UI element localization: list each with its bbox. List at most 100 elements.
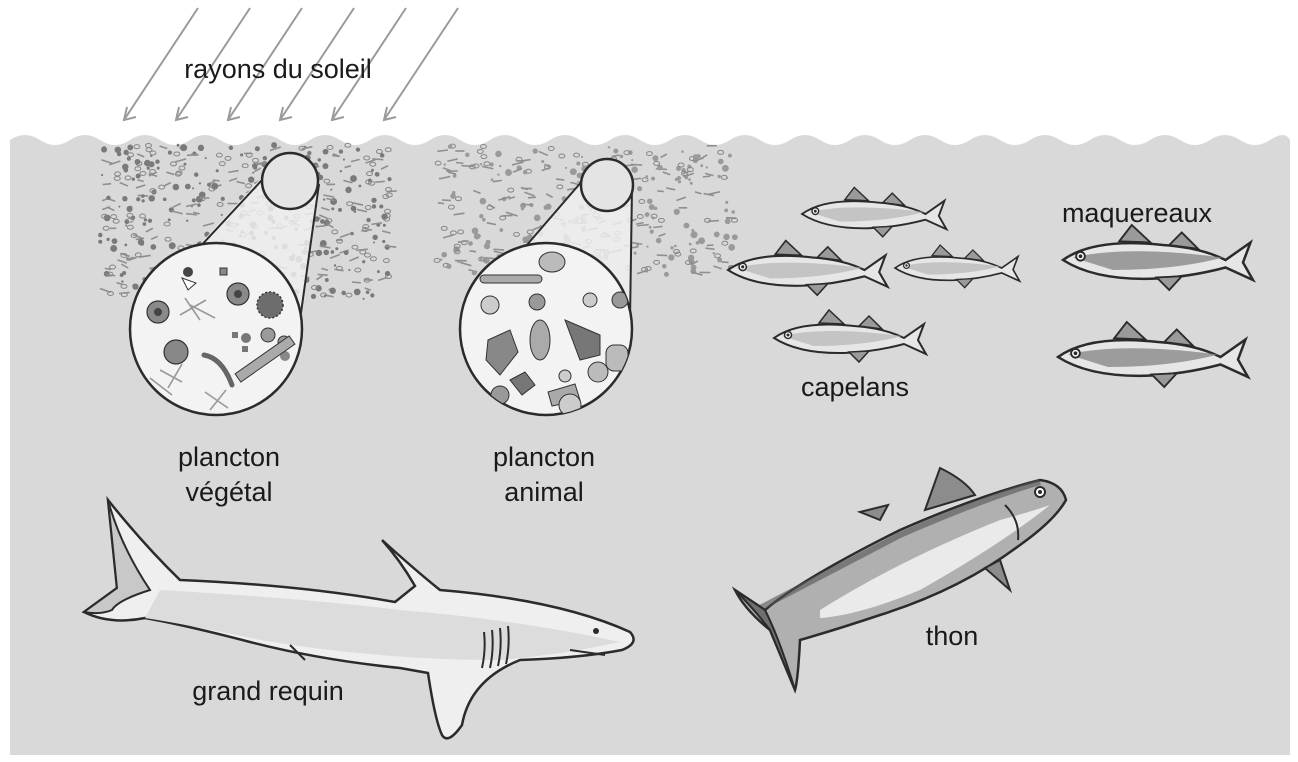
plankton-speck — [446, 264, 451, 269]
plankton-speck — [316, 250, 322, 256]
plankton-speck — [725, 201, 728, 204]
plankton-speck — [581, 156, 583, 158]
plankton-speck — [192, 198, 196, 202]
plankton-speck — [653, 226, 662, 227]
plankton-speck — [221, 197, 225, 201]
plankton-speck — [323, 198, 325, 200]
plankton-speck — [442, 200, 451, 201]
plankton-speck — [240, 153, 243, 156]
plankton-speck — [534, 215, 541, 222]
plankton-speck — [438, 203, 444, 204]
plankton-speck — [350, 232, 354, 236]
plankton-speck — [668, 254, 674, 260]
plankton-speck — [703, 176, 710, 177]
plankton-speck — [168, 150, 172, 154]
plankton-speck — [127, 206, 133, 212]
plankton-speck — [101, 147, 107, 153]
plankton-speck — [320, 219, 325, 224]
plankton-speck — [330, 189, 332, 191]
plankton-speck — [373, 242, 375, 244]
plankton-speck — [484, 243, 490, 249]
plankton-speck — [440, 258, 443, 261]
plankton-speck — [124, 244, 127, 247]
plankton-speck — [678, 180, 681, 183]
plankton-speck — [211, 183, 218, 190]
plankton-speck — [147, 166, 150, 169]
plankton-speck — [322, 163, 328, 169]
plankton-speck — [105, 268, 111, 269]
plankton-speck — [155, 159, 159, 163]
plankton-speck — [718, 159, 724, 165]
plankton-speck — [148, 219, 152, 223]
plankton-speck — [383, 224, 386, 227]
plankton-speck — [387, 177, 391, 181]
plankton-speck — [343, 159, 345, 161]
plankton-speck — [192, 187, 194, 189]
plankton-speck — [252, 163, 258, 169]
plankton-speck — [465, 153, 469, 157]
plankton-speck — [354, 289, 361, 296]
plankton-speck — [646, 175, 649, 178]
plankton-speck — [714, 231, 720, 237]
plankton-speck — [608, 146, 610, 148]
plankton-speck — [168, 218, 171, 221]
plankton-speck — [316, 226, 326, 227]
plankton-speck — [323, 149, 329, 155]
plankton-speck — [631, 247, 638, 248]
plankton-speck — [339, 149, 343, 153]
plankton-speck — [255, 146, 260, 151]
plankton-speck — [385, 271, 390, 276]
plankton-speck — [148, 195, 154, 201]
plankton-speck — [142, 195, 145, 198]
plant-plankton-label-line2: végétal — [185, 477, 272, 507]
plankton-speck — [248, 176, 254, 182]
plankton-speck — [135, 159, 141, 165]
plankton-speck — [334, 264, 336, 266]
plankton-speck — [180, 144, 187, 151]
plant-plankton-label-line1: plancton — [178, 442, 280, 472]
plankton-speck — [335, 247, 338, 250]
plankton-speck — [216, 169, 219, 172]
animal-plankton-label-line1: plancton — [493, 442, 595, 472]
plankton-speck — [324, 295, 326, 297]
plankton-speck — [173, 184, 180, 191]
plankton-speck — [318, 274, 328, 275]
plankton-speck — [351, 206, 357, 212]
plankton-speck — [647, 198, 653, 204]
plankton-speck — [359, 185, 362, 188]
plankton-speck — [143, 222, 147, 226]
plankton-speck — [197, 203, 201, 207]
plankton-speck — [713, 252, 715, 254]
plankton-speck — [352, 282, 361, 283]
plankton-speck — [576, 161, 580, 165]
plankton-speck — [103, 184, 111, 185]
plankton-speck — [631, 159, 633, 161]
plankton-speck — [163, 197, 167, 201]
plankton-speck — [311, 294, 316, 299]
plankton-speck — [372, 159, 383, 160]
plankton-speck — [637, 186, 642, 191]
plankton-speck — [331, 207, 334, 210]
plankton-speck — [110, 245, 117, 252]
plankton-speck — [344, 250, 349, 255]
plankton-speck — [221, 214, 223, 216]
plankton-speck — [363, 298, 365, 300]
plankton-speck — [350, 175, 357, 182]
plankton-speck — [631, 166, 637, 172]
plankton-speck — [650, 230, 654, 234]
plankton-speck — [691, 231, 698, 238]
sun-rays-label: rayons du soleil — [184, 54, 372, 84]
plankton-speck — [372, 235, 377, 240]
plankton-speck — [184, 163, 187, 166]
plankton-speck — [185, 184, 191, 190]
plankton-speck — [366, 218, 370, 222]
plankton-speck — [366, 290, 370, 294]
plankton-speck — [112, 238, 118, 244]
plankton-speck — [194, 172, 198, 176]
plankton-speck — [98, 233, 102, 237]
capelin-label: capelans — [801, 372, 909, 402]
plankton-speck — [468, 241, 473, 246]
plankton-speck — [144, 160, 151, 167]
plankton-speck — [649, 226, 652, 229]
